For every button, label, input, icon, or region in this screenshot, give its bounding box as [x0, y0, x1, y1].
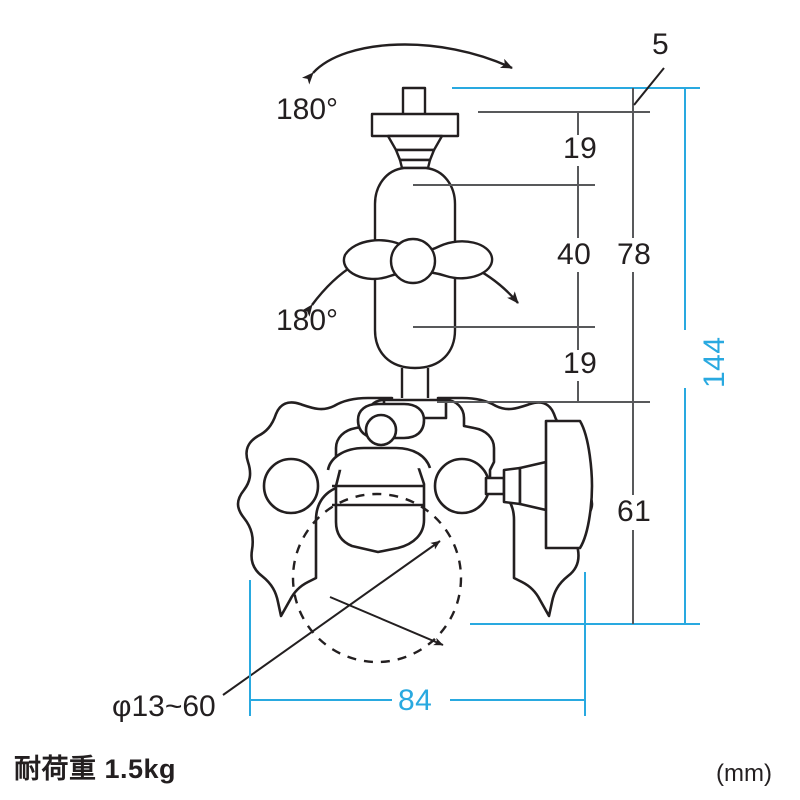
dimension-witness-lines — [413, 111, 650, 403]
diameter-leader — [222, 540, 444, 696]
tripod-screw-assembly — [370, 86, 460, 170]
blue-reference-lines — [249, 87, 700, 716]
dimension-label-144: 144 — [698, 336, 731, 388]
clamp-range-label: φ13~60 — [112, 690, 216, 723]
side-tightening-knob — [484, 419, 594, 550]
inner-dimension-chain — [568, 111, 588, 403]
wing-lock-knob — [342, 237, 494, 285]
rotation-label-top: 180° — [276, 93, 339, 126]
dimension-label-19-lower: 19 — [563, 347, 598, 380]
unit-label: (mm) — [716, 760, 772, 787]
rotation-label-middle: 180° — [276, 304, 339, 337]
dimension-label-40: 40 — [557, 238, 592, 271]
rotation-arc-top — [301, 43, 513, 85]
screw-height-leader — [633, 67, 665, 106]
dimension-label-78: 78 — [617, 238, 652, 271]
dimension-label-84: 84 — [398, 684, 433, 717]
clamped-pipe-circle — [291, 492, 463, 664]
dimension-label-5: 5 — [652, 28, 670, 61]
load-capacity-label: 耐荷重 1.5kg — [14, 754, 177, 784]
dimension-label-61: 61 — [617, 495, 652, 528]
dimension-label-19-upper: 19 — [563, 132, 598, 165]
